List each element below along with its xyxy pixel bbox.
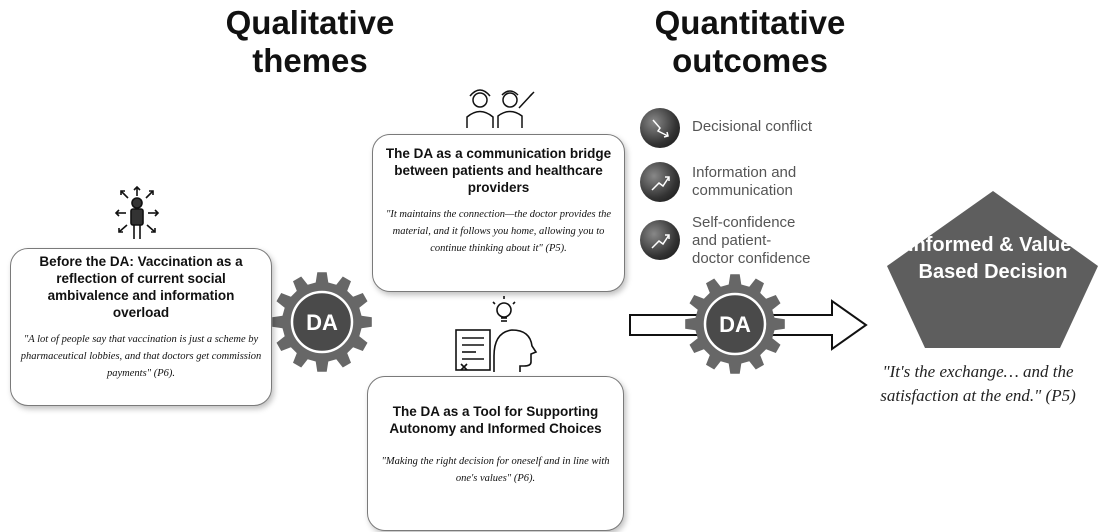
outcome-label: Self-confidence and patient-doctor confi… — [692, 214, 811, 267]
result-quote: "It's the exchange… and the satisfaction… — [880, 362, 1076, 405]
theme-autonomy-title: The DA as a Tool for Supporting Autonomy… — [389, 404, 602, 436]
outcome-self-confidence: Self-confidence and patient-doctor confi… — [640, 214, 840, 267]
decision-pentagon — [887, 191, 1098, 348]
theme-before-quote: "A lot of people say that vaccination is… — [20, 334, 262, 379]
qualitative-themes-heading: Qualitative themes — [225, 4, 395, 79]
theme-before-title: Before the DA: Vaccination as a reflecti… — [39, 254, 243, 320]
theme-bridge-quote: "It maintains the connection—the doctor … — [385, 209, 612, 254]
outcome-label: Decisional conflict — [692, 118, 813, 135]
trend-up-icon — [640, 162, 680, 202]
outcome-decisional-conflict: Decisional conflict — [640, 104, 840, 148]
theme-bridge-title: The DA as a communication bridge between… — [385, 146, 612, 195]
quantitative-outcomes-heading: Quantitative outcomes — [654, 4, 846, 79]
trend-down-icon — [640, 108, 680, 148]
decision-label: Informed & Value-Based Decision — [907, 234, 1079, 283]
theme-box-before-da: Before the DA: Vaccination as a reflecti… — [10, 248, 272, 406]
theme-box-communication-bridge: The DA as a communication bridge between… — [372, 134, 625, 292]
da-gear-right: DA — [685, 274, 785, 374]
theme-autonomy-quote: "Making the right decision for oneself a… — [381, 456, 610, 484]
trend-up-icon — [640, 220, 680, 260]
outcome-label: Information and communication — [692, 164, 797, 199]
healthcare-providers-icon — [466, 89, 535, 128]
da-gear-right-label: DA — [719, 312, 751, 337]
document-thinking-head-icon — [455, 296, 538, 372]
da-gear-left: DA — [272, 272, 372, 372]
overloaded-person-icon — [114, 185, 160, 239]
outcome-information-communication: Information and communication — [640, 158, 840, 202]
theme-box-autonomy: The DA as a Tool for Supporting Autonomy… — [367, 376, 624, 531]
da-gear-left-label: DA — [306, 310, 338, 335]
